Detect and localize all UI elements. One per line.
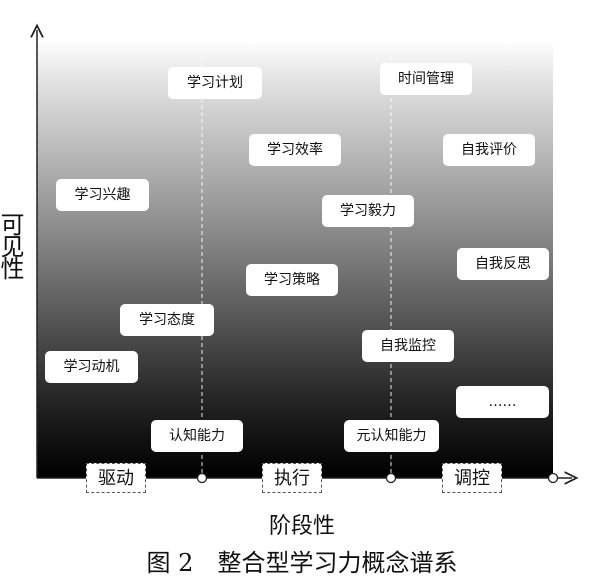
x-axis-node-3 — [547, 472, 559, 484]
concept-learning-efficiency: 学习效率 — [249, 134, 341, 166]
concept-cognitive-ability: 认知能力 — [151, 420, 243, 452]
concept-learning-attitude: 学习态度 — [120, 304, 214, 336]
concept-self-monitoring: 自我监控 — [362, 330, 454, 362]
concept-time-management: 时间管理 — [380, 63, 472, 95]
phase-label-drive: 驱动 — [86, 463, 146, 493]
x-axis-node-1 — [196, 472, 208, 484]
concept-self-evaluation: 自我评价 — [443, 134, 535, 166]
figure-caption: 图 2 整合型学习力概念谱系 — [146, 549, 458, 577]
concept-learning-strategy: 学习策略 — [246, 264, 338, 296]
x-axis-label: 阶段性 — [268, 514, 335, 539]
concept-self-reflection: 自我反思 — [457, 248, 549, 280]
x-axis-node-2 — [385, 472, 397, 484]
concept-learning-motivation: 学习动机 — [45, 351, 138, 383]
concept-learning-plan: 学习计划 — [168, 67, 262, 99]
concept-learning-perseverance: 学习毅力 — [322, 195, 414, 227]
y-axis-label: 可见性 — [0, 212, 24, 278]
concept-metacognitive-ability: 元认知能力 — [344, 420, 439, 452]
concept-ellipsis: …… — [456, 386, 549, 418]
phase-label-execute: 执行 — [262, 463, 322, 493]
phase-label-regulate: 调控 — [442, 463, 502, 493]
concept-learning-interest: 学习兴趣 — [56, 179, 149, 211]
